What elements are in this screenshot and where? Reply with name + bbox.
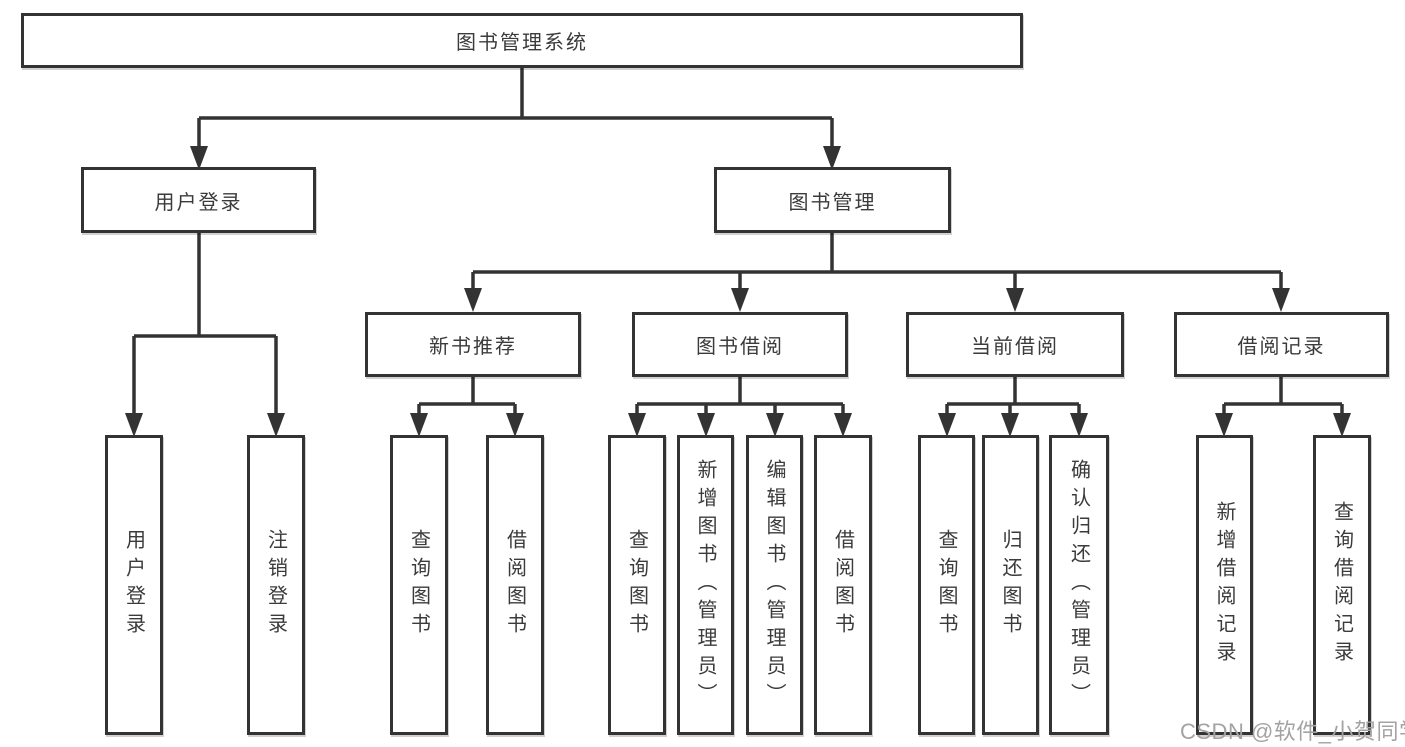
wire-current-borrow — [945, 377, 1081, 415]
leaf-add-borrow-record: 新增借阅记录 — [1196, 435, 1253, 735]
node-book-borrow: 图书借阅 — [632, 312, 848, 377]
wire-borrow-record — [1222, 377, 1344, 415]
leaf-query-books-recommend: 查询图书 — [390, 435, 448, 735]
node-book-management: 图书管理 — [714, 167, 951, 233]
node-borrow-record: 借阅记录 — [1174, 312, 1389, 377]
leaf-edit-books-admin: 编辑图书（管理员） — [746, 435, 803, 735]
node-current-borrow: 当前借阅 — [906, 312, 1124, 377]
watermark: CSDN @软件_小贺同学 — [1180, 719, 1405, 744]
wire-root — [197, 68, 834, 150]
leaf-confirm-return-admin: 确认归还（管理员） — [1049, 435, 1109, 735]
leaf-query-borrow-record: 查询借阅记录 — [1313, 435, 1371, 735]
wire-new-book-recommend — [417, 377, 517, 415]
wire-book-management — [471, 233, 1283, 292]
wire-user-login — [132, 233, 278, 415]
node-system-root: 图书管理系统 — [21, 13, 1023, 68]
leaf-user-login: 用户登录 — [105, 435, 163, 735]
node-new-book-recommend: 新书推荐 — [365, 312, 581, 377]
wire-book-borrow — [635, 377, 845, 415]
leaf-logout: 注销登录 — [247, 435, 305, 735]
leaf-borrow-books: 借阅图书 — [814, 435, 872, 735]
leaf-return-books: 归还图书 — [982, 435, 1039, 735]
leaf-query-books-current: 查询图书 — [918, 435, 975, 735]
leaf-borrow-books-recommend: 借阅图书 — [486, 435, 544, 735]
leaf-add-books-admin: 新增图书（管理员） — [677, 435, 734, 735]
node-user-login: 用户登录 — [81, 167, 316, 233]
leaf-query-books-borrow: 查询图书 — [608, 435, 666, 735]
arrowheads — [125, 146, 1351, 437]
